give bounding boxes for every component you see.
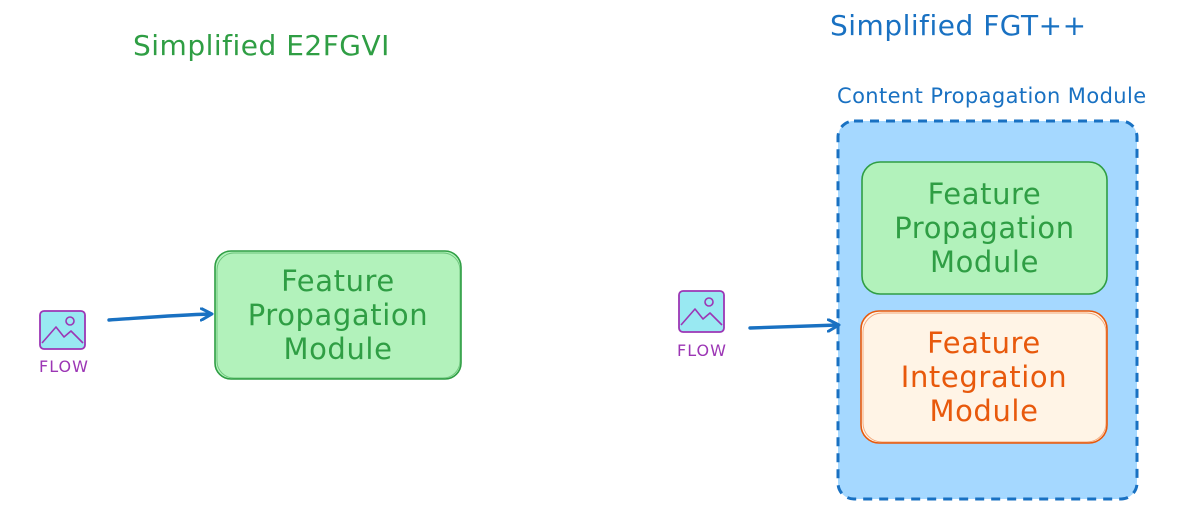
feature-integration-label: Feature Integration Module: [861, 311, 1107, 443]
right-diagram-title: Simplified FGT++: [830, 9, 1087, 42]
right-flow-arrow: [748, 325, 838, 328]
left-module-line-3: Module: [283, 332, 393, 367]
right-flow-label: FLOW: [677, 341, 727, 360]
right-flow-image-icon: [678, 290, 725, 333]
right-module-1-line-3: Module: [929, 245, 1040, 280]
right-module-2-line-3: Module: [929, 394, 1039, 429]
right-module-1-line-2: Propagation: [894, 210, 1075, 245]
feature-integration-box: [860, 310, 1108, 444]
right-module-1-line-1: Feature: [927, 176, 1042, 211]
left-flow-label: FLOW: [39, 357, 89, 376]
right-module-2-line-1: Feature: [927, 325, 1041, 360]
left-module-line-1: Feature: [281, 263, 395, 298]
left-feature-propagation-box: [214, 250, 462, 380]
content-propagation-group-label: Content Propagation Module: [837, 84, 1147, 108]
right-module-2-line-2: Integration: [900, 359, 1068, 394]
right-feature-propagation-box: [861, 161, 1108, 295]
left-flow-image-icon: [39, 310, 86, 350]
left-diagram-title: Simplified E2FGVI: [133, 29, 390, 62]
left-flow-arrow: [107, 314, 211, 322]
left-feature-propagation-box-sketch: [216, 252, 461, 379]
feature-integration-box-sketch: [862, 312, 1107, 443]
left-module-line-2: Propagation: [247, 297, 429, 332]
right-feature-propagation-label: Feature Propagation Module: [862, 162, 1107, 294]
left-feature-propagation-label: Feature Propagation Module: [215, 251, 461, 379]
